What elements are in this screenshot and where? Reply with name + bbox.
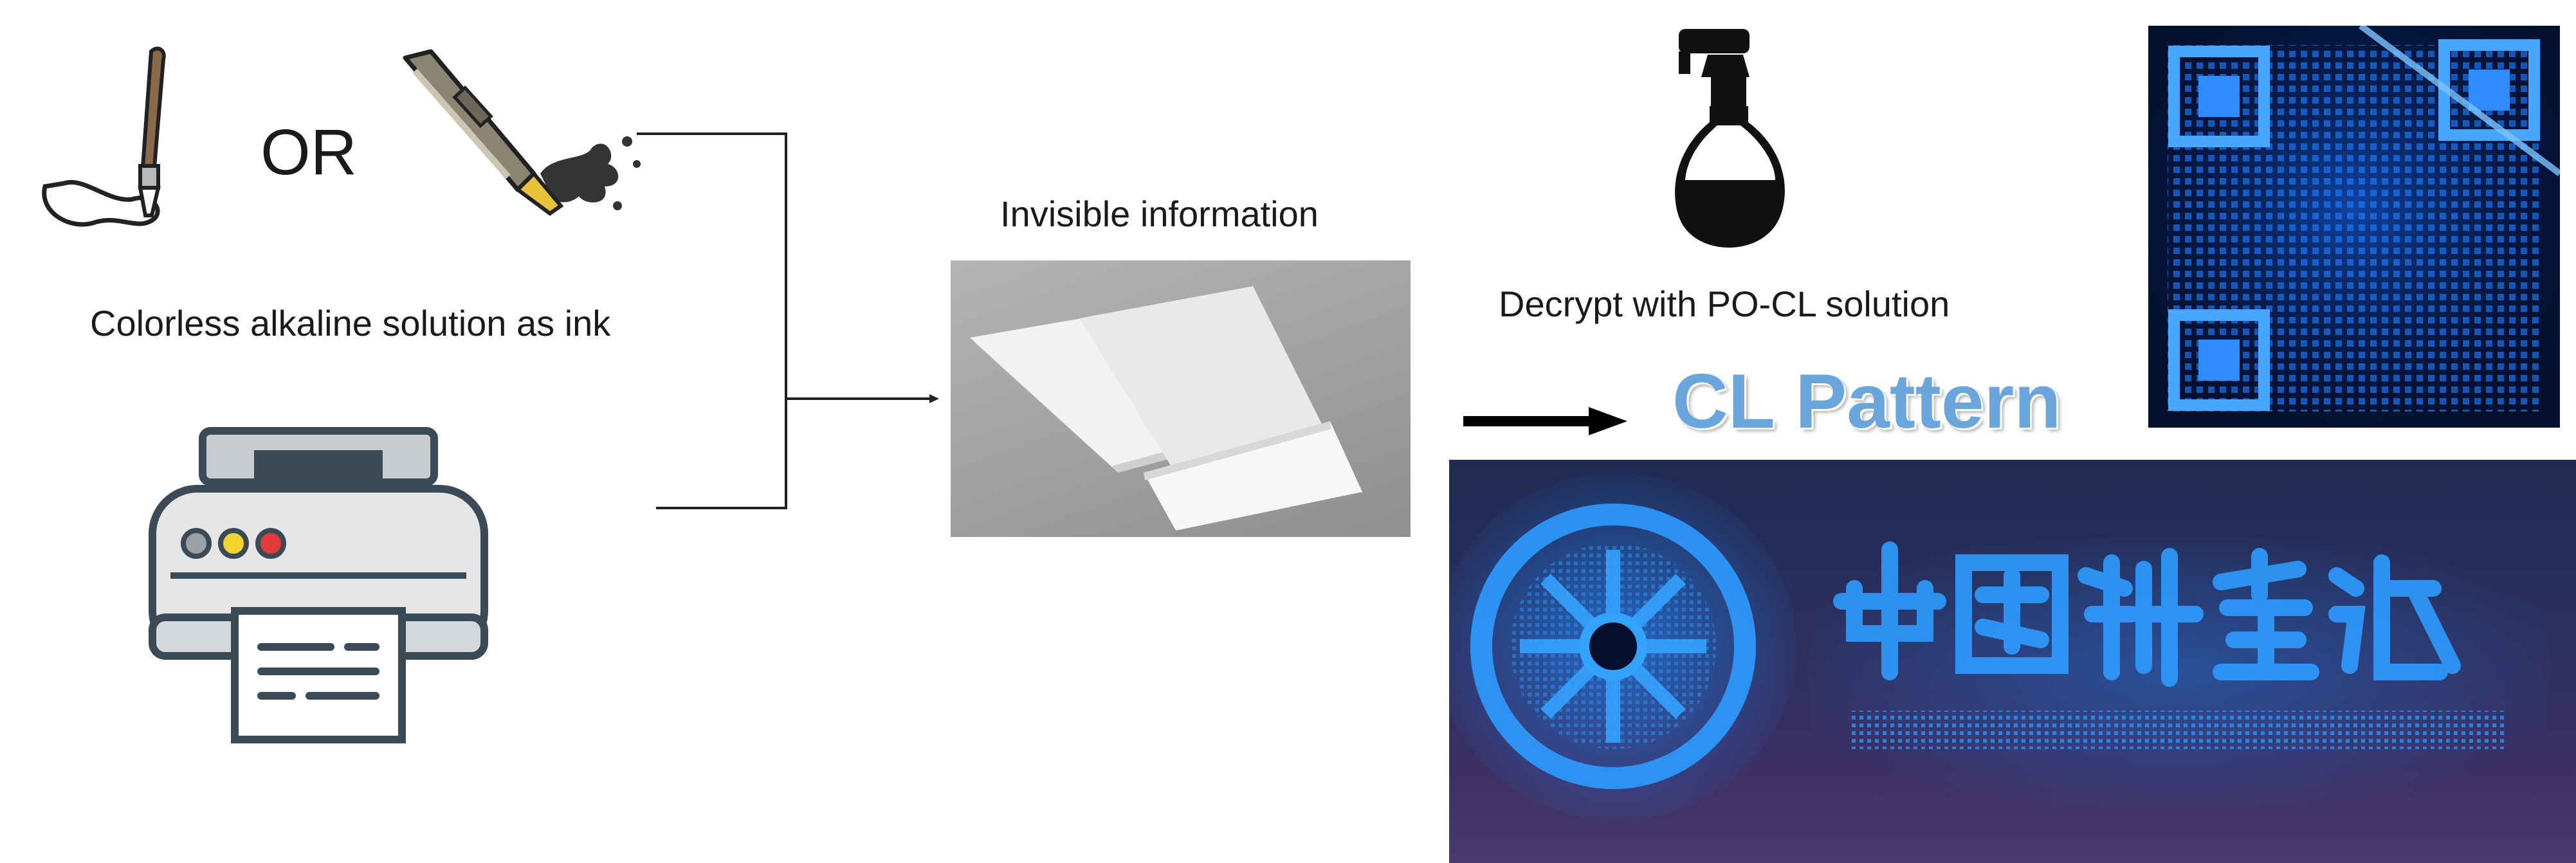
ink-caption: Colorless alkaline solution as ink: [90, 303, 611, 343]
decrypt-caption: Decrypt with PO-CL solution: [1499, 284, 1950, 324]
blank-paper-icon: [951, 260, 1411, 537]
spray-bottle-icon: [1672, 26, 1795, 251]
bold-arrow: [1463, 402, 1631, 441]
cl-seal-photo: [1449, 460, 2576, 863]
or-label: OR: [260, 116, 357, 188]
cl-qr-photo: [2148, 26, 2560, 428]
invisible-info-label: Invisible information: [1000, 194, 1319, 234]
printer-icon: [145, 424, 492, 746]
paintbrush-icon: [26, 39, 199, 251]
fountain-pen-icon: [392, 45, 650, 232]
bracket-connector: [637, 129, 945, 521]
cl-pattern-title: CL Pattern: [1672, 358, 2061, 444]
